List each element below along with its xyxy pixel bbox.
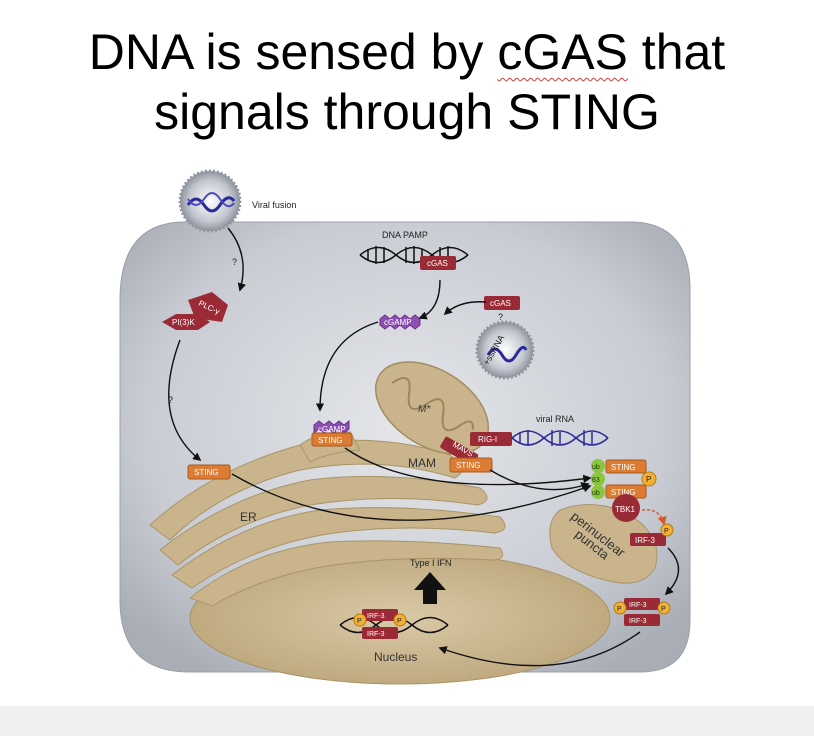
rig-i-label: RIG-I xyxy=(478,435,497,444)
mam-label: MAM xyxy=(408,456,436,470)
arrow-cgas-to-cgamp xyxy=(418,279,441,320)
cgas-sting-pathway-diagram: perinuclear puncta M* Viral fusion +ssRN… xyxy=(119,169,691,685)
irf3-puncta-label: IRF-3 xyxy=(635,536,656,545)
mitochondria-label: M* xyxy=(418,404,431,415)
ssrna-virus-icon xyxy=(475,320,535,380)
arrow-virus-to-plc xyxy=(227,227,246,292)
mitochondrion xyxy=(374,361,490,455)
rig-i-protein xyxy=(470,432,512,446)
cgas-label: cGAS xyxy=(427,259,448,268)
phospho-dimer-label-2: P xyxy=(661,606,666,613)
arrow-sting-er-to-complex xyxy=(344,447,592,486)
phospho-irf3-label: P xyxy=(664,528,669,535)
title-text-b: that xyxy=(627,24,726,80)
sting-protein-er xyxy=(311,432,353,447)
sting-dimer-complex: ub 63 ub STING STING P xyxy=(591,459,657,499)
ub-label-2: ub xyxy=(592,490,600,497)
phospho-badge-irf3 xyxy=(660,523,674,537)
nuclear-irf3-label-1: IRF-3 xyxy=(367,613,385,620)
dna-pamp-label: DNA PAMP xyxy=(382,230,428,240)
cgamp-er-label: cGAMP xyxy=(318,425,346,434)
pi3k-protein xyxy=(162,314,210,330)
title-text-a: DNA is sensed by xyxy=(88,24,498,80)
sting-protein-upper xyxy=(605,459,647,474)
up-arrow-icon xyxy=(414,572,446,604)
pi3k-label: PI(3)K xyxy=(172,318,195,327)
viral-rna-label: viral RNA xyxy=(536,414,574,424)
arrow-left-sting-to-complex xyxy=(231,473,592,521)
irf3-dimer-label-1: IRF-3 xyxy=(629,602,647,609)
nuclear-phospho-label-1: P xyxy=(357,618,362,625)
slide-footer-bar xyxy=(0,706,814,736)
viral-fusion-label: Viral fusion xyxy=(252,200,296,210)
phospho-dimer-label-1: P xyxy=(617,606,622,613)
viral-rna-helix-icon xyxy=(511,430,609,446)
endoplasmic-reticulum xyxy=(149,431,506,607)
title-line-2: signals through STING xyxy=(154,84,660,140)
cgas-protein-2 xyxy=(484,296,520,310)
irf3-dimer-label-2: IRF-3 xyxy=(629,618,647,625)
title-line-1: DNA is sensed by cGAS that xyxy=(0,22,814,82)
cgamp-label: cGAMP xyxy=(384,318,412,327)
arrow-dimer-to-nucleus xyxy=(438,631,641,667)
cgas-protein xyxy=(420,256,456,270)
tbk1-protein xyxy=(612,494,640,522)
nuclear-irf3-dimer: IRF-3 IRF-3 P P xyxy=(353,609,407,639)
pathway-arrows xyxy=(168,227,680,667)
nuclear-irf3-label-2: IRF-3 xyxy=(367,631,385,638)
cgas-question-mark: ? xyxy=(498,312,503,322)
ub-label-1: ub xyxy=(592,464,600,471)
ub-badge-2 xyxy=(591,485,605,499)
irf3-dimer: IRF-3 IRF-3 P P xyxy=(613,598,671,626)
ub-badge-1 xyxy=(591,459,605,473)
irf3-protein-puncta xyxy=(630,533,666,546)
sting-lower-label: STING xyxy=(611,488,635,497)
arrow-puncta-to-dimer xyxy=(664,547,680,596)
sting-protein-mam xyxy=(449,457,493,473)
arrow-cgamp-to-sting xyxy=(315,321,379,412)
arrow-cgas2-to-cgamp xyxy=(443,301,487,316)
sting-mam-label: STING xyxy=(456,461,480,470)
sting-upper-label: STING xyxy=(611,463,635,472)
virus-icon xyxy=(178,169,242,233)
tbk1-label: TBK1 xyxy=(615,505,636,514)
phospho-badge-sting xyxy=(641,471,657,487)
arrow-mam-to-complex xyxy=(489,469,590,491)
tbk1-phospho-arrow xyxy=(641,509,667,526)
er-label: ER xyxy=(240,510,257,524)
phospho-sting-label: P xyxy=(646,475,651,484)
slide-title: DNA is sensed by cGAS that signals throu… xyxy=(0,22,814,142)
cgas-2-label: cGAS xyxy=(490,299,511,308)
k63-label: 63 xyxy=(592,477,600,484)
sting-protein-left xyxy=(187,464,231,480)
arrow-pi3k-to-sting xyxy=(168,339,202,462)
nucleus-label: Nucleus xyxy=(374,650,417,664)
sting-er-label: STING xyxy=(318,436,342,445)
type-i-ifn-label: Type I IFN xyxy=(410,558,452,568)
sting-left-label: STING xyxy=(194,468,218,477)
question-mark-2: ? xyxy=(168,395,173,405)
nuclear-phospho-label-2: P xyxy=(397,618,402,625)
cgamp-bound xyxy=(313,419,350,435)
spellcheck-flagged-word[interactable]: cGAS xyxy=(497,24,628,80)
question-mark-1: ? xyxy=(232,257,237,267)
cgamp-molecule: cGAMP xyxy=(379,314,421,330)
k63-badge xyxy=(591,472,605,486)
